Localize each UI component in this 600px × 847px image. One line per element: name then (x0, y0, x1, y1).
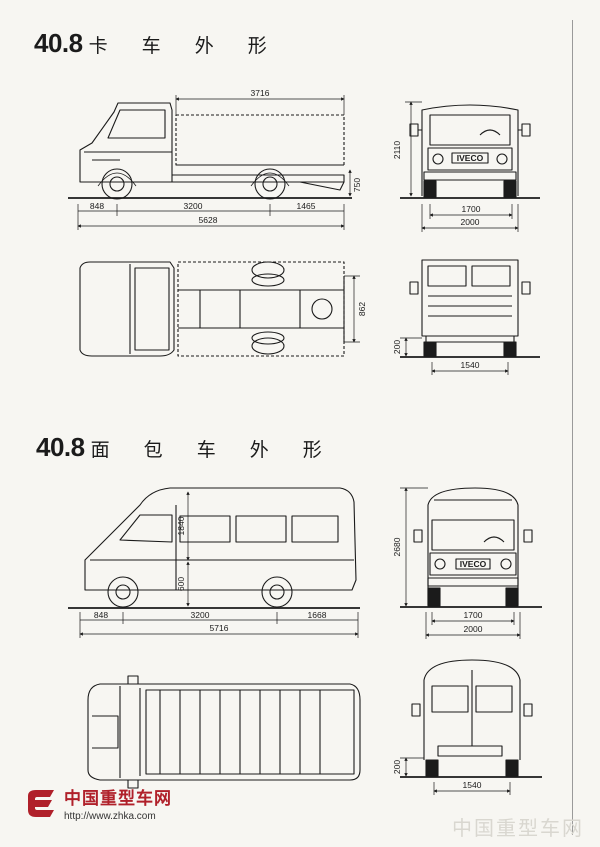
watermark: 中国重型车网 http://www.zhka.com (24, 784, 172, 822)
van-height-label: 2680 (392, 537, 402, 556)
truck-frame-width-label: 862 (357, 302, 367, 316)
watermark-url: http://www.zhka.com (64, 811, 156, 822)
van-track-width-label: 1700 (464, 610, 483, 620)
truck-side-dimensions (77, 95, 352, 230)
truck-cargo-length-label: 3716 (251, 88, 270, 98)
van-wheelbase-label: 3200 (191, 610, 210, 620)
van-front-dimensions (400, 487, 521, 639)
truck-front-view (409, 104, 531, 198)
watermark-site-name: 中国重型车网 (64, 789, 172, 809)
van-rear-overhang-label: 1668 (308, 610, 327, 620)
van-rear-view (411, 659, 533, 777)
van-overall-width-label: 2000 (464, 624, 483, 634)
truck-frame-height-label: 750 (352, 178, 362, 192)
truck-model-number: 40.8 (34, 28, 83, 58)
van-rear-track-label: 1540 (463, 780, 482, 790)
truck-section-name: 卡 车 外 形 (88, 35, 281, 57)
van-section-title: 40.8 面 包 车 外 形 (36, 432, 336, 463)
truck-height-label: 2110 (392, 141, 402, 160)
van-grille-badge: IVECO (460, 559, 487, 569)
truck-front-overhang-label: 848 (90, 201, 104, 211)
van-interior-height-label: 1840 (176, 516, 186, 535)
van-side-dimensions (79, 491, 359, 638)
truck-top-dimensions (344, 275, 360, 343)
truck-rear-overhang-label: 1465 (297, 201, 316, 211)
truck-rear-dimensions (400, 337, 509, 375)
watermark-ghost-text: 中国重型车网 (452, 816, 584, 840)
zhka-logo-icon (28, 790, 54, 817)
van-front-view (413, 487, 533, 607)
truck-side-view (79, 102, 345, 200)
truck-top-view (79, 261, 345, 357)
truck-ground-clearance-label: 200 (392, 340, 402, 354)
van-model-number: 40.8 (36, 432, 85, 462)
truck-rear-track-label: 1540 (461, 360, 480, 370)
truck-overall-length-label: 5628 (199, 215, 218, 225)
van-side-view (84, 487, 357, 608)
truck-overall-width-label: 2000 (461, 217, 480, 227)
truck-section-title: 40.8 卡 车 外 形 (34, 28, 281, 59)
van-floor-height-label: 600 (176, 577, 186, 591)
van-top-view (87, 675, 361, 789)
van-rear-dimensions (400, 757, 511, 795)
van-section-name: 面 包 车 外 形 (90, 439, 336, 461)
truck-wheelbase-label: 3200 (184, 201, 203, 211)
truck-grille-badge: IVECO (457, 153, 484, 163)
van-ground-clearance-label: 200 (392, 760, 402, 774)
page-edge-line (572, 20, 573, 835)
truck-front-dimensions (405, 101, 519, 232)
van-overall-length-label: 5716 (210, 623, 229, 633)
truck-track-width-label: 1700 (462, 204, 481, 214)
van-front-overhang-label: 848 (94, 610, 108, 620)
truck-rear-view (409, 259, 531, 357)
